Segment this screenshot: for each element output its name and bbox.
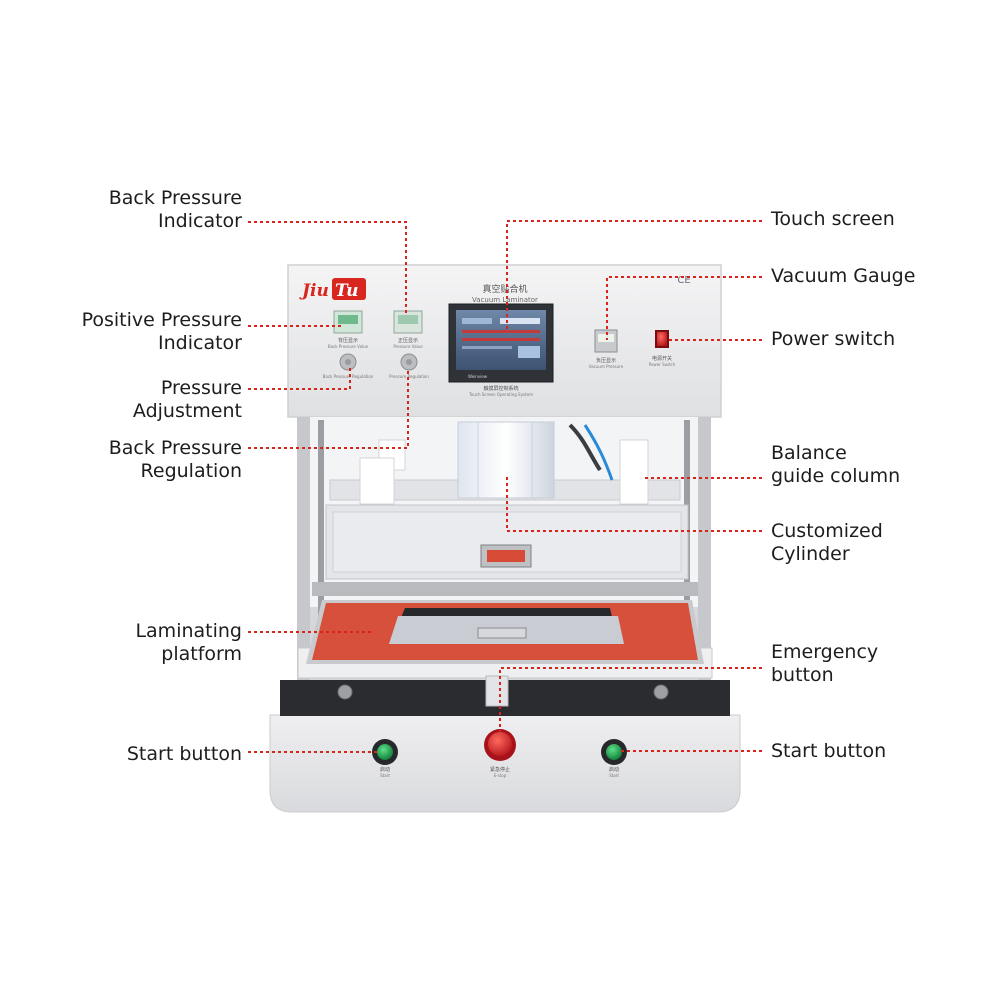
leader-pressure-adjustment [248,366,351,390]
balance-guide-column-left [359,439,406,505]
svg-text:启动: 启动 [609,766,619,773]
svg-text:Tu: Tu [335,281,358,301]
svg-text:背压显示: 背压显示 [338,337,358,344]
back-pressure-indicator: 背压显示 Back Pressure Value [328,310,369,349]
pressing-head [325,504,689,580]
svg-text:Vacuum Pressure: Vacuum Pressure [589,364,624,369]
svg-text:Start: Start [380,773,390,778]
balance-guide-column-right [619,439,649,505]
svg-text:负压显示: 负压显示 [596,357,616,364]
start-button-right[interactable]: 启动 Start [601,739,627,778]
leader-back-pressure-indicator [248,221,407,316]
leader-touch-screen [506,220,762,330]
svg-text:Back Pressure Regulation: Back Pressure Regulation [323,374,374,379]
emergency-stop-button[interactable]: 紧急停止 E-stop [484,729,516,778]
laminating-platform [297,600,713,679]
customized-cylinder [457,421,555,499]
start-button-left[interactable]: 启动 Start [372,739,398,778]
label-start-button-left: Start button [126,743,242,765]
svg-text:电源开关: 电源开关 [652,355,672,362]
svg-text:正压显示: 正压显示 [398,338,418,344]
svg-text:Jiu: Jiu [299,281,329,301]
ce-mark: CE [677,275,690,286]
label-vacuum-gauge: Vacuum Gauge [771,265,916,287]
machine-title-cn: 真空贴合机 [482,283,527,295]
label-start-button-right: Start button [771,740,887,762]
svg-text:Start: Start [609,773,619,778]
power-switch[interactable]: 电源开关 Power Switch [649,330,676,367]
svg-text:Power Switch: Power Switch [649,362,676,367]
brand-logo: Jiu Tu [299,278,366,301]
touch-screen[interactable]: Weinview 触摸屏控制系统 Touch Screen Operating … [448,303,554,397]
svg-text:启动: 启动 [380,766,390,773]
svg-text:Pressure Value: Pressure Value [393,344,423,349]
machine-title-en: Vacuum Laminator [472,296,538,304]
svg-text:触摸屏控制系统: 触摸屏控制系统 [483,385,518,392]
pressure-regulation-knob[interactable]: Pressure Regulation [389,353,429,379]
back-pressure-knob[interactable]: Back Pressure Regulation [323,353,374,379]
label-power-switch: Power switch [771,328,896,350]
label-touch-screen: Touch screen [771,208,895,230]
svg-text:Weinview: Weinview [468,374,488,379]
svg-text:Touch Screen Operating System: Touch Screen Operating System [468,392,533,397]
svg-text:Back Pressure Value: Back Pressure Value [328,344,369,349]
svg-text:E-stop: E-stop [494,773,507,778]
machine-base: 启动 Start 紧急停止 E-stop 启动 Start [269,675,741,813]
positive-pressure-indicator: 正压显示 Pressure Value [393,310,423,349]
leader-customized-cylinder [506,476,762,532]
leader-lines [248,220,762,753]
top-control-panel: Jiu Tu 真空贴合机 Vacuum Laminator CE 背压显示 Ba… [287,264,722,418]
svg-text:Pressure Regulation: Pressure Regulation [389,374,429,379]
svg-text:紧急停止: 紧急停止 [490,766,510,773]
